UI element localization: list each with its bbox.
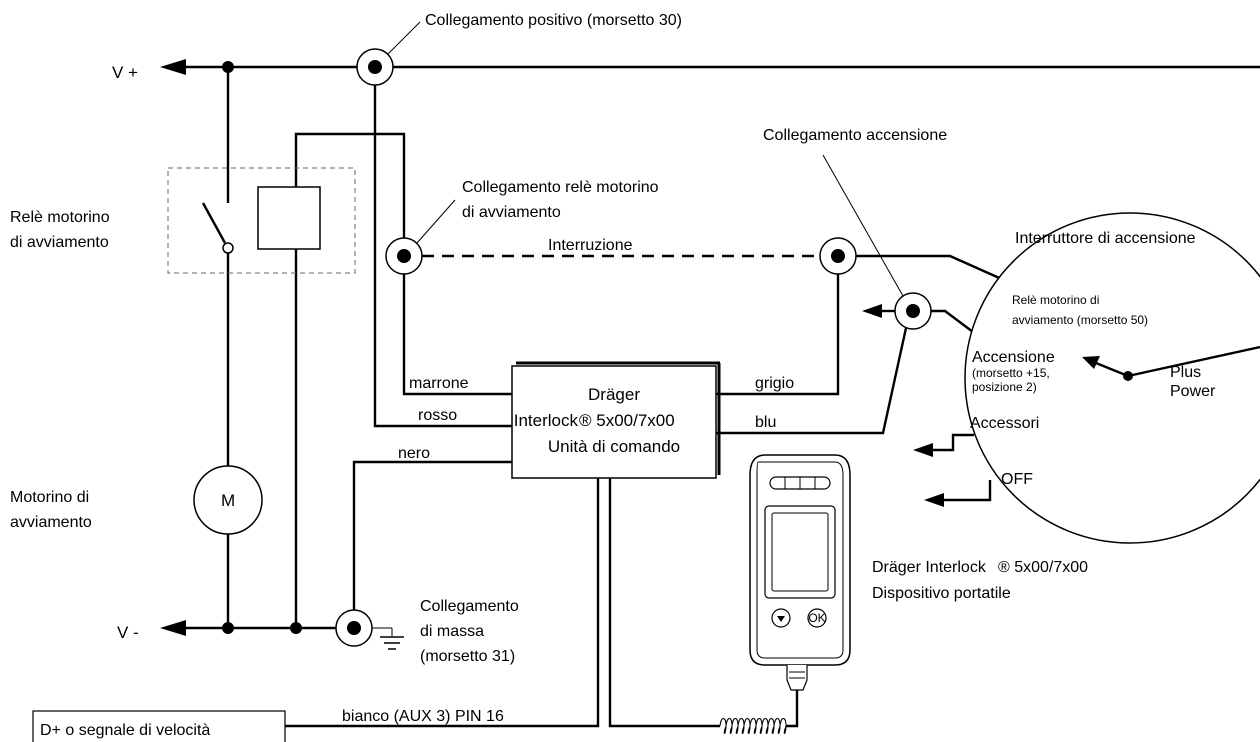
coiled-cable: [719, 690, 799, 734]
motor-symbol: M: [221, 491, 235, 510]
ground-connector: [335, 460, 512, 650]
wire-brown-label: marrone: [409, 375, 469, 392]
wire-grey-label: grigio: [755, 375, 794, 392]
control-unit-line3: Unità di comando: [548, 437, 680, 456]
aux-wires: [285, 478, 720, 728]
starter-circuit: [201, 67, 234, 628]
ignition-link-label: Collegamento accensione: [763, 127, 947, 144]
v-plus-label: V +: [112, 63, 138, 82]
d-plus-label: D+ o segnale di velocità: [40, 722, 210, 739]
handheld-label-1b: ® 5x00/7x00: [998, 559, 1088, 576]
starter-motor-label-1: Motorino di: [10, 489, 89, 506]
handheld-label-2: Dispositivo portatile: [872, 585, 1011, 602]
starter-motor-label-2: avviamento: [10, 514, 92, 531]
wire-blue-label: blu: [755, 414, 776, 431]
starter-relay-box: [167, 167, 356, 274]
positive-connector: [356, 21, 512, 428]
v-plus-rail: [160, 59, 1260, 75]
starter-relay-label-2: di avviamento: [10, 234, 109, 251]
relay-coil-wiring: [257, 132, 406, 628]
v-minus-label: V -: [117, 623, 139, 642]
ground-link-label-2: di massa: [420, 623, 484, 640]
wire-red-label: rosso: [418, 407, 457, 424]
ignition-switch-label: Interruttore di accensione: [1015, 230, 1196, 247]
switch-ignition-label: Accensione: [972, 349, 1055, 366]
wire-black-label: nero: [398, 445, 430, 462]
interruption-label: Interruzione: [548, 237, 633, 254]
arrow-down-icon: [777, 616, 785, 622]
positive-link-label: Collegamento positivo (morsetto 30): [425, 12, 682, 29]
ground-link-label-3: (morsetto 31): [420, 648, 515, 665]
ok-button[interactable]: [807, 608, 827, 628]
d-plus-box: [32, 710, 286, 742]
control-unit-line1: Dräger: [588, 385, 640, 404]
switch-ignition-sub-1: (morsetto +15,: [972, 366, 1050, 380]
control-unit-line2a: Interlock: [514, 411, 579, 430]
handheld-device: [749, 454, 851, 691]
control-unit: [511, 361, 721, 479]
switch-relay-label-1: Relè motorino di: [1012, 293, 1099, 307]
v-minus-rail: [160, 620, 340, 636]
starter-motor: [193, 465, 263, 535]
ignition-connector: [716, 154, 974, 435]
starter-relay-link-label-2: di avviamento: [462, 204, 561, 221]
switch-accessories-label: Accessori: [970, 415, 1039, 432]
starter-relay-link-label-1: Collegamento relè motorino: [462, 179, 659, 196]
switch-relay-label-2: avviamento (morsetto 50): [1012, 313, 1148, 327]
white-wire-label: bianco (AUX 3) PIN 16: [342, 708, 504, 725]
starter-relay-connector: [385, 199, 1016, 396]
plus-power-label-2: Power: [1170, 383, 1216, 400]
switch-off-label: OFF: [1001, 471, 1033, 488]
plus-power-label-1: Plus: [1170, 364, 1201, 381]
switch-ignition-sub-2: posizione 2): [972, 380, 1037, 394]
ok-button-label: OK: [808, 611, 825, 625]
ignition-switch: [913, 212, 1260, 544]
control-unit-line2b: ® 5x00/7x00: [579, 411, 675, 430]
starter-relay-label-1: Relè motorino: [10, 209, 110, 226]
ground-link-label-1: Collegamento: [420, 598, 519, 615]
handheld-label-1a: Dräger Interlock: [872, 559, 987, 576]
